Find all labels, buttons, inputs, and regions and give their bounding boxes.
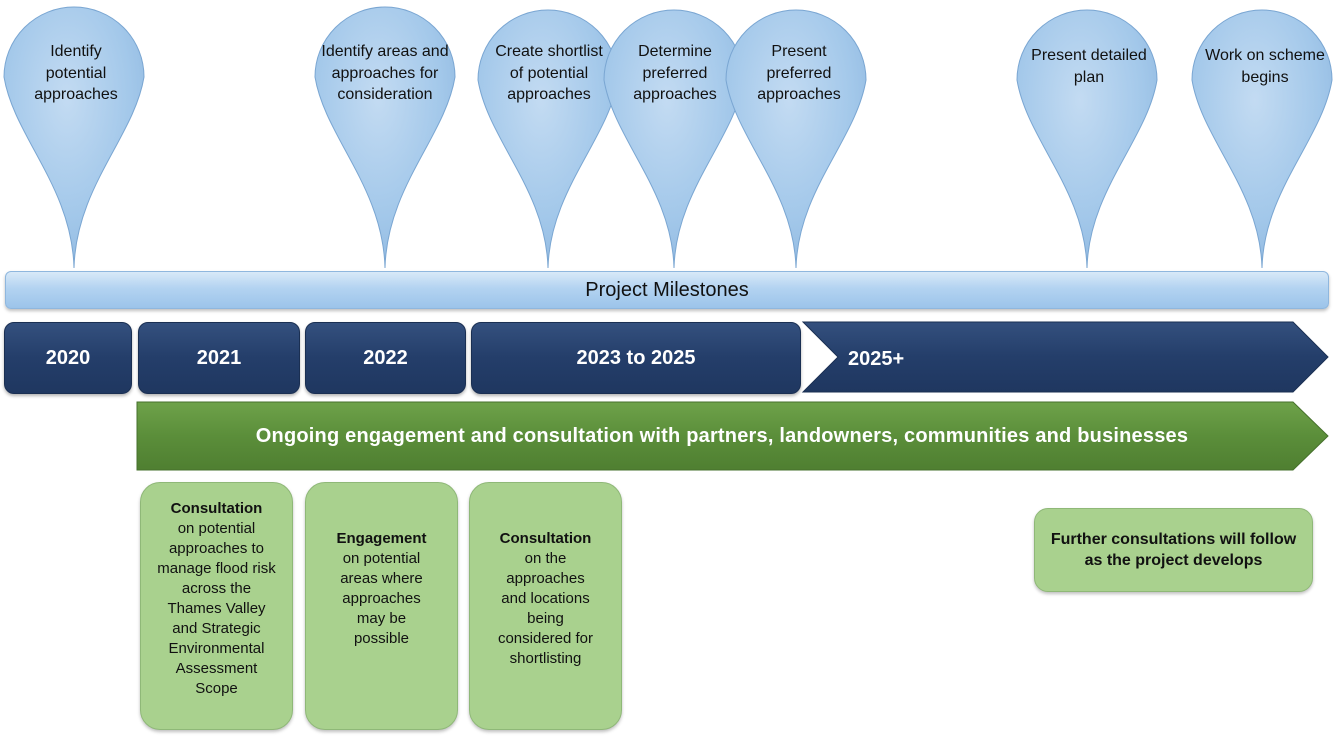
arrows [136, 321, 1329, 471]
engagement-box-2022: Engagement on potential areas where appr… [305, 482, 458, 730]
year-2023-2025-label: 2023 to 2025 [576, 346, 696, 369]
year-2025-plus-arrow [801, 321, 1329, 393]
further-consultations-text: Further consultations will follow as the… [1050, 531, 1297, 569]
milestone-pin-3 [477, 9, 619, 269]
engagement-box-2022-body: on potential areas where approaches may … [340, 550, 423, 647]
project-milestones-bar: Project Milestones [5, 271, 1329, 309]
milestone-label-1: Identify potential approaches [34, 43, 118, 103]
consultation-box-2023-body: on the approaches and locations being co… [497, 550, 594, 667]
further-consultations-box: Further consultations will follow as the… [1034, 508, 1313, 592]
year-2022: 2022 [305, 322, 466, 394]
milestone-pin-7 [1191, 9, 1333, 269]
year-2020: 2020 [4, 322, 132, 394]
year-2021: 2021 [138, 322, 300, 394]
year-2021-label: 2021 [196, 346, 242, 369]
milestone-pins [3, 6, 1333, 269]
engagement-box-2022-title: Engagement [336, 530, 427, 547]
engagement-arrow-label: Ongoing engagement and consultation with… [255, 424, 1189, 447]
milestone-label-3: Create shortlist of potential approaches [495, 43, 603, 103]
milestone-pin-6 [1016, 9, 1158, 269]
year-2020-label: 2020 [45, 346, 91, 369]
project-milestones-label: Project Milestones [585, 278, 749, 301]
milestone-pin-1 [3, 6, 145, 269]
year-2025-plus-label: 2025+ [848, 348, 905, 370]
milestone-pin-4 [603, 9, 745, 269]
milestone-label-4: Determine preferred approaches [633, 43, 717, 103]
year-2022-label: 2022 [363, 346, 408, 369]
consultation-box-2021-body: on potential approaches to manage flood … [157, 520, 276, 697]
milestone-pin-2 [314, 6, 456, 269]
milestone-pin-5 [725, 9, 867, 269]
consultation-box-2021: Consultation on potential approaches to … [140, 482, 293, 730]
milestone-label-6: Present detailed plan [1031, 47, 1147, 86]
milestone-label-7: Work on scheme begins [1205, 47, 1325, 86]
year-2023-2025: 2023 to 2025 [471, 322, 801, 394]
milestone-label-2: Identify areas and approaches for consid… [321, 43, 449, 103]
consultation-box-2023: Consultation on the approaches and locat… [469, 482, 622, 730]
consultation-box-2021-title: Consultation [170, 500, 263, 517]
engagement-arrow [136, 401, 1329, 471]
consultation-box-2023-title: Consultation [499, 530, 592, 547]
milestone-label-5: Present preferred approaches [757, 43, 841, 103]
